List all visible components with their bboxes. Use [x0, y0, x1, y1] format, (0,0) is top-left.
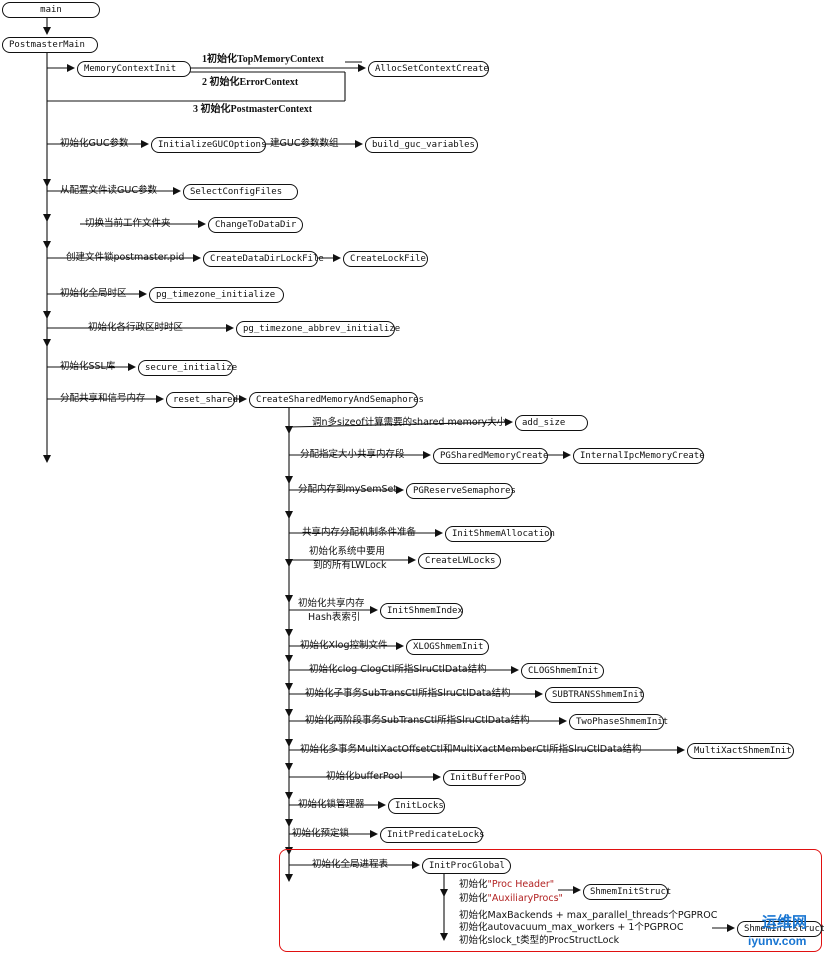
init-locks-node: InitLocks — [388, 798, 445, 814]
label-init-guc-params: 初始化GUC参数 — [60, 138, 129, 149]
init-proc-global-node: InitProcGlobal — [422, 858, 511, 874]
label-init-global-timezone: 初始化全局时区 — [60, 288, 127, 299]
label-init-buffer-pool: 初始化bufferPool — [326, 771, 403, 782]
label-init-xlog-ctrl: 初始化Xlog控制文件 — [300, 640, 388, 651]
label-init-max-backends: 初始化MaxBackends + max_parallel_threads个PG… — [459, 910, 718, 921]
label-switch-work-dir: 切换当前工作文件夹 — [85, 218, 171, 229]
init-predicate-locks-node: InitPredicateLocks — [380, 827, 485, 843]
add-size-node: add_size — [515, 415, 588, 431]
label-init-lwlocks-line2: 到的所有LWLock — [313, 560, 387, 571]
multixact-shmem-init-node: MultiXactShmemInit — [687, 743, 794, 759]
label-init-ssl: 初始化SSL库 — [60, 361, 116, 372]
create-data-dir-lock-file-node: CreateDataDirLockFile — [203, 251, 324, 267]
change-to-data-dir-node: ChangeToDataDir — [208, 217, 303, 233]
label-alloc-shared-segment: 分配指定大小共享内存段 — [300, 449, 405, 460]
pg-timezone-abbrev-initialize-node: pg_timezone_abbrev_initialize — [236, 321, 400, 337]
clog-shmem-init-node: CLOGShmemInit — [521, 663, 604, 679]
create-lw-locks-node: CreateLWLocks — [418, 553, 501, 569]
watermark-bottom: iyunv.com — [748, 934, 807, 948]
label-alloc-to-mysemset: 分配内存到mySemSet — [298, 484, 398, 495]
label-create-lock-file: 创建文件锁postmaster.pid — [66, 252, 185, 263]
label-init-multixact: 初始化多事务MultiXactOffsetCtl和MultiXactMember… — [300, 744, 642, 755]
label-init-predicate-lock: 初始化预定锁 — [292, 828, 350, 839]
label-init-slock: 初始化slock_t类型的ProcStructLock — [459, 935, 620, 946]
label-init-lock-manager: 初始化锁管理器 — [298, 799, 365, 810]
label-init-twophase: 初始化两阶段事务SubTransCtl所指SlruCtlData结构 — [305, 715, 530, 726]
label-init-postmaster-context: 3 初始化PostmasterContext — [193, 104, 313, 115]
label-init-top-memory-context: 1初始化TopMemoryContext — [202, 54, 324, 65]
label-init-shmem-hash-line1: 初始化共享内存 — [298, 598, 365, 609]
pg-shared-memory-create-node: PGSharedMemoryCreate — [433, 448, 548, 464]
label-init-aux-procs: 初始化"AuxiliaryProcs" — [459, 893, 563, 904]
memory-context-init-node: MemoryContextInit — [77, 61, 191, 77]
shmem-init-struct-node-2: ShmemInitStruct — [737, 921, 824, 937]
label-init-error-context: 2 初始化ErrorContext — [202, 77, 299, 88]
init-shmem-allocation-node: InitShmemAllocation — [445, 526, 555, 542]
create-lock-file-node: CreateLockFile — [343, 251, 428, 267]
label-calc-shared-memory-size: 调n多sizeof计算需要的shared memory大小 — [312, 417, 507, 428]
build-guc-variables-node: build_guc_variables — [365, 137, 478, 153]
postmaster-main-node: PostmasterMain — [2, 37, 98, 53]
subtrans-shmem-init-node: SUBTRANSShmemInit — [545, 687, 644, 703]
init-shmem-index-node: InitShmemIndex — [380, 603, 463, 619]
initialize-guc-options-node: InitializeGUCOptions — [151, 137, 266, 153]
label-alloc-shared-and-signal: 分配共享和信号内存 — [60, 393, 146, 404]
label-init-subtrans: 初始化子事务SubTransCtl所指SlruCtlData结构 — [305, 688, 511, 699]
create-shared-memory-and-semaphores-node: CreateSharedMemoryAndSemaphores — [249, 392, 424, 408]
label-init-shmem-hash-line2: Hash表索引 — [308, 612, 361, 623]
xlog-shmem-init-node: XLOGShmemInit — [406, 639, 489, 655]
main-node: main — [2, 2, 100, 18]
reset-shared-node: reset_shared — [166, 392, 238, 408]
init-buffer-pool-node: InitBufferPool — [443, 770, 526, 786]
label-init-proc-header: 初始化"Proc Header" — [459, 879, 555, 890]
select-config-files-node: SelectConfigFiles — [183, 184, 298, 200]
watermark-top: 运维网 — [762, 914, 808, 931]
alloc-set-context-create-node: AllocSetContextCreate — [368, 61, 489, 77]
label-init-autovacuum: 初始化autovacuum_max_workers + 1个PGPROC — [459, 922, 684, 933]
internal-ipc-memory-create-node: InternalIpcMemoryCreate — [573, 448, 705, 464]
shmem-init-struct-node-1: ShmemInitStruct — [583, 884, 671, 900]
pg-reserve-semaphores-node: PGReserveSemaphores — [406, 483, 516, 499]
label-init-clog: 初始化clog ClogCtl所指SlruCtlData结构 — [309, 664, 487, 675]
label-shared-alloc-prep: 共享内存分配机制条件准备 — [302, 527, 417, 538]
label-init-global-proc-table: 初始化全局进程表 — [312, 859, 389, 870]
highlight-box — [279, 849, 822, 952]
label-build-guc-array: 建GUC参数数组 — [270, 138, 339, 149]
two-phase-shmem-init-node: TwoPhaseShmemInit — [569, 714, 668, 730]
label-read-guc-from-config: 从配置文件读GUC参数 — [60, 185, 157, 196]
label-init-lwlocks-line1: 初始化系统中要用 — [309, 546, 386, 557]
label-init-region-timezone: 初始化各行政区时时区 — [88, 322, 184, 333]
pg-timezone-initialize-node: pg_timezone_initialize — [149, 287, 284, 303]
secure-initialize-node: secure_initialize — [138, 360, 237, 376]
